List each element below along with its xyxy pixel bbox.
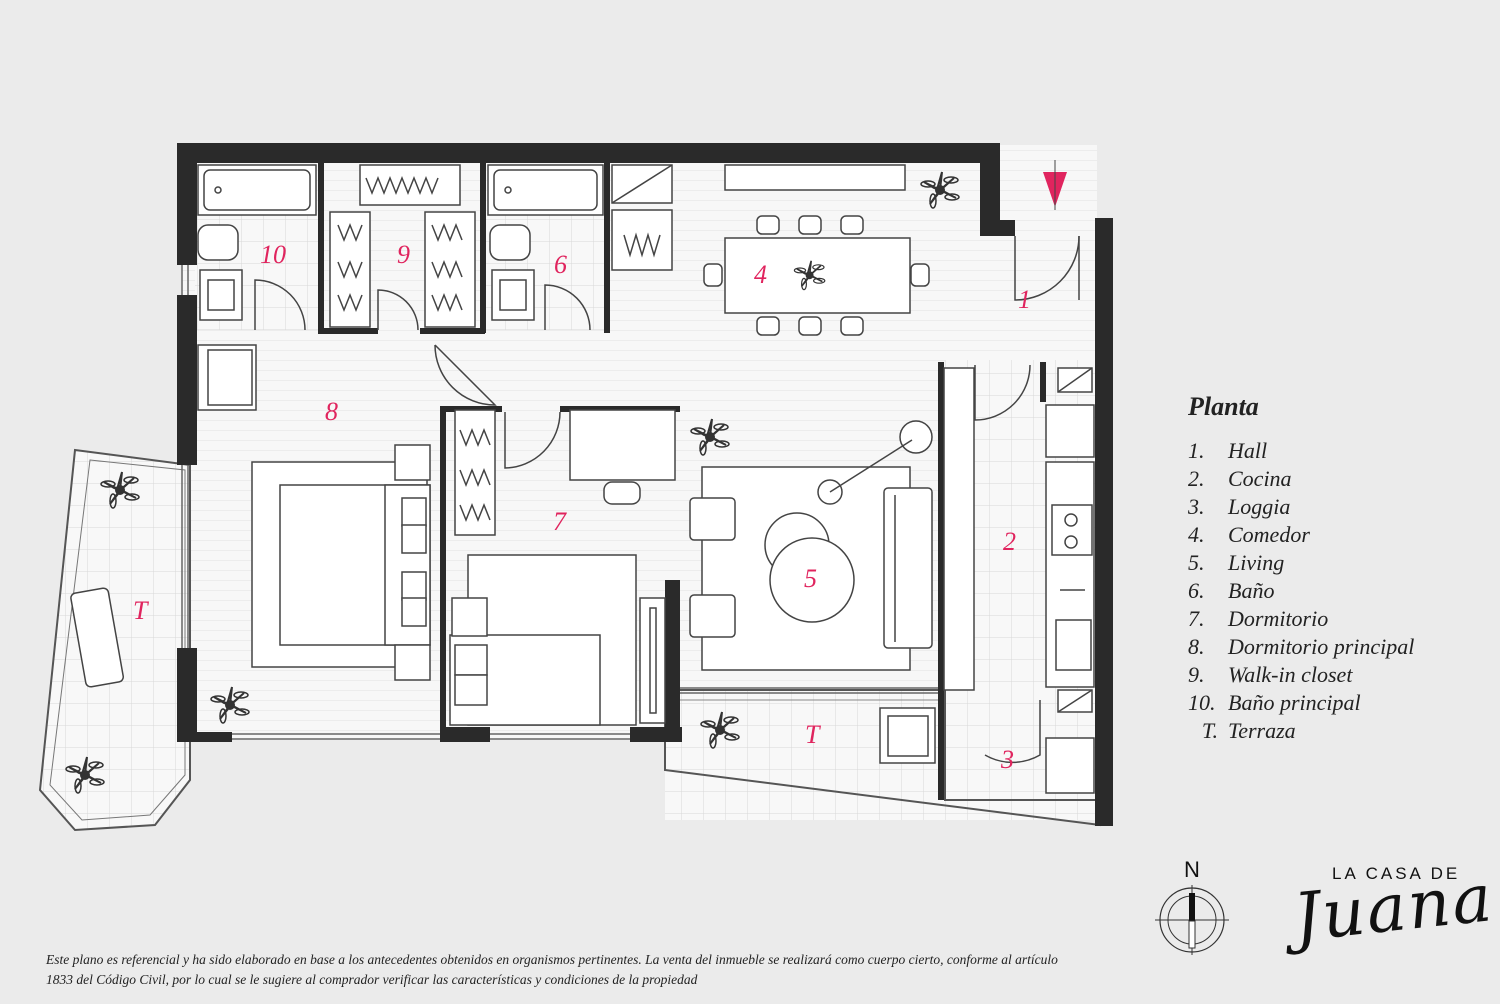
legend-item-label: Hall	[1228, 438, 1268, 463]
legend-item: 10. Baño principal	[1188, 690, 1414, 718]
terrace-furniture	[70, 587, 936, 764]
legend-item: 2. Cocina	[1188, 466, 1414, 494]
legend-item-number: 8.	[1188, 634, 1205, 659]
doors	[254, 235, 1080, 764]
room-number-terrace-south: T	[805, 720, 821, 749]
legend-item-number: T.	[1201, 718, 1218, 743]
room-number-loggia: 3	[1000, 745, 1014, 774]
legend-item-label: Living	[1228, 550, 1285, 575]
compass-north-label: N	[1184, 857, 1200, 882]
living-furniture	[689, 420, 933, 671]
legend-item-number: 5.	[1188, 550, 1205, 575]
dining-set	[703, 164, 930, 336]
legend-item-number: 9.	[1188, 662, 1205, 687]
legend-item: 4. Comedor	[1188, 522, 1414, 550]
room-number-bath: 6	[554, 250, 567, 279]
legend-item-label: Comedor	[1228, 522, 1310, 547]
kitchen-fixtures	[943, 367, 1095, 794]
legend-item-label: Walk-in closet	[1228, 662, 1353, 687]
legend-item: 3. Loggia	[1188, 494, 1414, 522]
legend: Planta 1. Hall 2. Cocina 3. Loggia 4. Comedo…	[1188, 392, 1414, 746]
legend-item-label: Baño	[1228, 578, 1275, 603]
entry-arrow-icon	[1043, 160, 1067, 210]
bedroom-furniture	[449, 409, 676, 726]
walls	[177, 143, 1113, 826]
legend-item-number: 6.	[1188, 578, 1205, 603]
legend-item-number: 4.	[1188, 522, 1205, 547]
room-number-hall: 1	[1018, 285, 1031, 314]
room-number-dining: 4	[754, 260, 767, 289]
legend-item-label: Dormitorio	[1228, 606, 1329, 631]
legend-item-number: 7.	[1188, 606, 1205, 631]
room-number-kitchen: 2	[1003, 527, 1016, 556]
legend-item: 6. Baño	[1188, 578, 1414, 606]
legend-item: 1. Hall	[1188, 438, 1414, 466]
legend-item: 7. Dormitorio	[1188, 606, 1414, 634]
room-number-terrace-west: T	[133, 596, 149, 625]
closets	[329, 164, 661, 536]
legend-item-label: Loggia	[1228, 494, 1291, 519]
legend-title: Planta	[1188, 392, 1259, 421]
legend-item-label: Baño principal	[1228, 690, 1361, 715]
legend-item-label: Dormitorio principal	[1228, 634, 1415, 659]
legend-item: 9. Walk-in closet	[1188, 662, 1414, 690]
room-number-master-bedroom: 8	[325, 397, 338, 426]
room-number-bedroom: 7	[553, 507, 567, 536]
room-number-living: 5	[804, 564, 817, 593]
legend-item-label: Cocina	[1228, 466, 1292, 491]
master-bedroom-furniture	[197, 344, 431, 681]
brand-name-top: LA CASA DE	[1332, 864, 1461, 883]
room-number-walk-in-closet: 9	[397, 240, 410, 269]
legend-item-label: Terraza	[1228, 718, 1296, 743]
legend-item-number: 10.	[1188, 690, 1216, 715]
legend-item: T. Terraza	[1188, 718, 1414, 746]
legend-item: 5. Living	[1188, 550, 1414, 578]
legend-item: 8. Dormitorio principal	[1188, 634, 1414, 662]
room-numbers: 1 2 3 4 5 6 7 8 9 10 T T	[133, 240, 1031, 774]
room-number-master-bath: 10	[260, 240, 286, 269]
legend-item-number: 3.	[1188, 494, 1205, 519]
windows	[181, 265, 938, 740]
legend-item-number: 2.	[1188, 466, 1205, 491]
bathroom-fixtures	[197, 164, 673, 321]
legend-item-number: 1.	[1188, 438, 1205, 463]
disclaimer-text: Este plano es referencial y ha sido elab…	[46, 952, 1058, 987]
compass-icon	[1155, 885, 1229, 955]
